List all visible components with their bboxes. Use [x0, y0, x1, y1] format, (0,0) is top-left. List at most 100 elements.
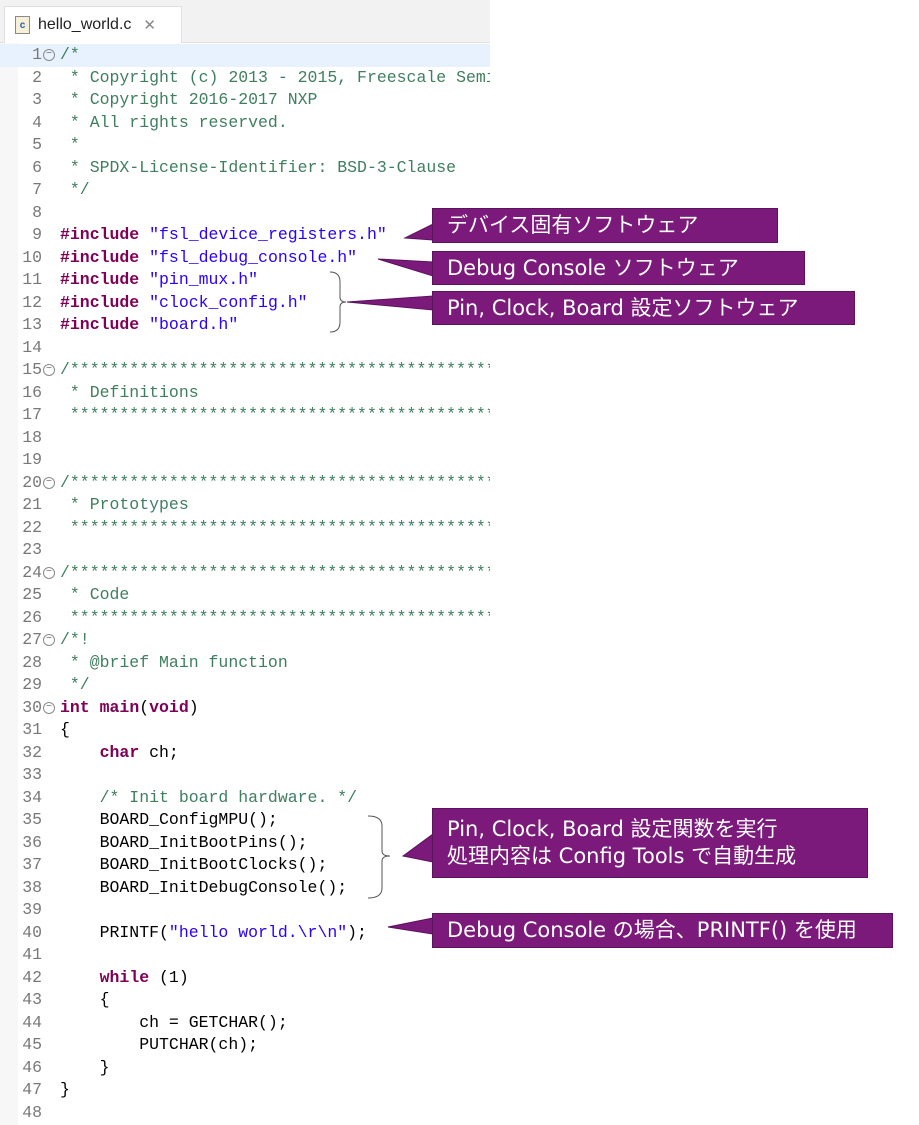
- code-line[interactable]: 37 BOARD_InitBootClocks();: [0, 854, 490, 877]
- code-token: }: [60, 1057, 110, 1077]
- code-line[interactable]: 9#include "fsl_device_registers.h": [0, 224, 490, 247]
- line-number: 5: [32, 135, 42, 154]
- code-text: {: [60, 719, 70, 742]
- code-line[interactable]: 38 BOARD_InitDebugConsole();: [0, 877, 490, 900]
- code-token: BOARD_InitBootClocks();: [60, 855, 328, 874]
- code-line[interactable]: 28 * @brief Main function: [0, 652, 490, 675]
- line-number: 38: [22, 877, 42, 897]
- code-line[interactable]: 10#include "fsl_debug_console.h": [0, 247, 490, 270]
- callout-text-line1: Pin, Clock, Board 設定関数を実行: [447, 817, 778, 841]
- fold-collapse-icon[interactable]: −: [43, 634, 55, 646]
- code-text: * Copyright 2016-2017 NXP: [60, 89, 318, 112]
- code-line[interactable]: 15−/************************************…: [0, 359, 490, 382]
- code-line[interactable]: 23: [0, 539, 490, 562]
- code-token: /***************************************…: [60, 472, 490, 492]
- code-line[interactable]: 6 * SPDX-License-Identifier: BSD-3-Claus…: [0, 157, 490, 180]
- line-number: 33: [22, 765, 42, 784]
- code-token: ****************************************…: [69, 405, 490, 424]
- code-line[interactable]: 21 * Prototypes: [0, 494, 490, 517]
- code-token: ch;: [139, 742, 179, 762]
- fold-collapse-icon[interactable]: −: [43, 364, 55, 376]
- code-line[interactable]: 35 BOARD_ConfigMPU();: [0, 809, 490, 832]
- code-line[interactable]: 1−/*: [0, 44, 490, 67]
- code-line[interactable]: 34 /* Init board hardware. */: [0, 787, 490, 810]
- code-line[interactable]: 2 * Copyright (c) 2013 - 2015, Freescale…: [0, 67, 490, 90]
- callout-text: デバイス固有ソフトウェア: [447, 213, 699, 237]
- fold-collapse-icon[interactable]: −: [43, 476, 55, 489]
- callout-pin-clock-board: Pin, Clock, Board 設定ソフトウェア: [432, 291, 855, 325]
- code-line[interactable]: 45 PUTCHAR(ch);: [0, 1034, 490, 1057]
- code-line[interactable]: 14: [0, 337, 490, 360]
- fold-collapse-icon[interactable]: −: [43, 701, 55, 714]
- code-line[interactable]: 20−/************************************…: [0, 472, 490, 495]
- code-line[interactable]: 39: [0, 899, 490, 922]
- line-number: 39: [22, 900, 42, 919]
- line-number: 40: [22, 922, 42, 942]
- code-line[interactable]: 41: [0, 944, 490, 967]
- code-text: ch = GETCHAR();: [60, 1012, 288, 1035]
- code-line[interactable]: 3 * Copyright 2016-2017 NXP: [0, 89, 490, 112]
- code-token: while: [99, 967, 150, 987]
- code-line[interactable]: 47}: [0, 1079, 490, 1102]
- code-editor[interactable]: c hello_world.c ✕ 1−/*2 * Copyright (c) …: [0, 0, 490, 1125]
- code-token: * Definitions: [60, 382, 199, 402]
- code-line[interactable]: 46 }: [0, 1057, 490, 1080]
- code-line[interactable]: 43 {: [0, 989, 490, 1012]
- code-line[interactable]: 22 *************************************…: [0, 517, 490, 540]
- code-line[interactable]: 12#include "clock_config.h": [0, 292, 490, 315]
- fold-collapse-icon[interactable]: −: [43, 566, 55, 579]
- code-text: }: [60, 1079, 70, 1102]
- code-text: BOARD_ConfigMPU();: [60, 809, 278, 832]
- code-line[interactable]: 27−/*!: [0, 629, 490, 652]
- code-line[interactable]: 7 */: [0, 179, 490, 202]
- code-text: BOARD_InitBootPins();: [60, 832, 308, 855]
- code-line[interactable]: 26 *************************************…: [0, 607, 490, 630]
- callout-text: Pin, Clock, Board 設定ソフトウェア: [447, 295, 799, 320]
- code-line[interactable]: 8: [0, 202, 490, 225]
- close-tab-icon[interactable]: ✕: [143, 17, 156, 34]
- line-number: 22: [22, 517, 42, 537]
- code-line[interactable]: 40 PRINTF("hello world.\r\n");: [0, 922, 490, 945]
- code-line[interactable]: 36 BOARD_InitBootPins();: [0, 832, 490, 855]
- fold-collapse-icon[interactable]: −: [43, 49, 55, 61]
- code-token: * @brief Main function: [60, 652, 288, 672]
- line-number: 41: [22, 945, 42, 964]
- code-token: ****************************************…: [69, 517, 490, 537]
- code-text: * Code: [60, 584, 129, 607]
- code-line[interactable]: 11#include "pin_mux.h": [0, 269, 490, 292]
- code-line[interactable]: 4 * All rights reserved.: [0, 112, 490, 135]
- code-token: ch = GETCHAR();: [60, 1012, 288, 1032]
- code-line[interactable]: 31{: [0, 719, 490, 742]
- code-text: ****************************************…: [60, 607, 490, 630]
- code-line[interactable]: 29 */: [0, 674, 490, 697]
- code-text: /***************************************…: [60, 359, 490, 382]
- code-token: ****************************************…: [69, 607, 490, 627]
- line-number: 24: [22, 562, 42, 582]
- code-line[interactable]: 42 while (1): [0, 967, 490, 990]
- code-lines[interactable]: 1−/*2 * Copyright (c) 2013 - 2015, Frees…: [0, 44, 490, 1124]
- code-line[interactable]: 24−/************************************…: [0, 562, 490, 585]
- code-line[interactable]: 25 * Code: [0, 584, 490, 607]
- line-number: 23: [22, 540, 42, 559]
- line-number: 42: [22, 967, 42, 987]
- code-token: * Code: [60, 585, 130, 604]
- code-text: #include "board.h": [60, 314, 238, 337]
- tab-hello-world-c[interactable]: c hello_world.c ✕: [4, 6, 182, 43]
- line-number: 37: [22, 855, 42, 874]
- code-token: /*: [60, 45, 80, 64]
- code-line[interactable]: 13 #include "board.h": [0, 314, 490, 337]
- code-line[interactable]: 33: [0, 764, 490, 787]
- code-line[interactable]: 5 *: [0, 134, 490, 157]
- code-line[interactable]: 17 *************************************…: [0, 404, 490, 427]
- code-line[interactable]: 19: [0, 449, 490, 472]
- line-number: 13: [22, 315, 42, 334]
- editor-tab-bar: c hello_world.c ✕: [0, 0, 490, 43]
- tab-label: hello_world.c: [38, 16, 132, 33]
- code-line[interactable]: 32 char ch;: [0, 742, 490, 765]
- code-line[interactable]: 30−int main(void): [0, 697, 490, 720]
- code-line[interactable]: 18: [0, 427, 490, 450]
- code-line[interactable]: 44 ch = GETCHAR();: [0, 1012, 490, 1035]
- line-number: 16: [22, 382, 42, 402]
- code-line[interactable]: 48: [0, 1102, 490, 1125]
- code-line[interactable]: 16 * Definitions: [0, 382, 490, 405]
